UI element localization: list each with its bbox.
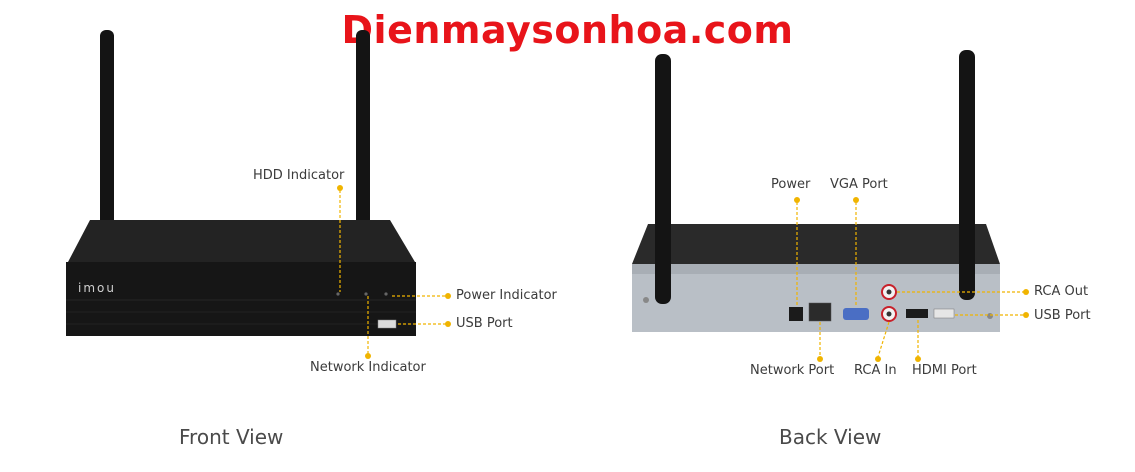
hdd-indicator-label: HDD Indicator bbox=[253, 168, 345, 183]
hdmi-port-label: HDMI Port bbox=[912, 363, 977, 378]
front-usb-port-label: USB Port bbox=[456, 316, 513, 331]
back-device bbox=[632, 50, 1000, 332]
watermark-text: Dienmaysonhoa.com bbox=[341, 8, 794, 52]
back-power-label: Power bbox=[771, 177, 811, 192]
brand-logo: imou bbox=[78, 281, 116, 295]
front-callouts bbox=[337, 185, 451, 359]
rca-out-label: RCA Out bbox=[1034, 284, 1089, 299]
vga-port-label: VGA Port bbox=[830, 177, 888, 192]
power-indicator-label: Power Indicator bbox=[456, 288, 557, 303]
front-left-antenna bbox=[100, 30, 114, 228]
front-device bbox=[66, 30, 416, 336]
back-left-antenna bbox=[655, 54, 671, 304]
front-right-antenna bbox=[356, 30, 370, 250]
back-callouts bbox=[794, 197, 1029, 362]
back-right-antenna bbox=[959, 50, 975, 300]
network-port-label: Network Port bbox=[750, 363, 835, 378]
back-view-caption: Back View bbox=[779, 425, 882, 449]
rca-in-label: RCA In bbox=[854, 363, 897, 378]
network-indicator-label: Network Indicator bbox=[310, 360, 426, 375]
front-view-caption: Front View bbox=[179, 425, 284, 449]
back-usb-port-label: USB Port bbox=[1034, 308, 1091, 323]
